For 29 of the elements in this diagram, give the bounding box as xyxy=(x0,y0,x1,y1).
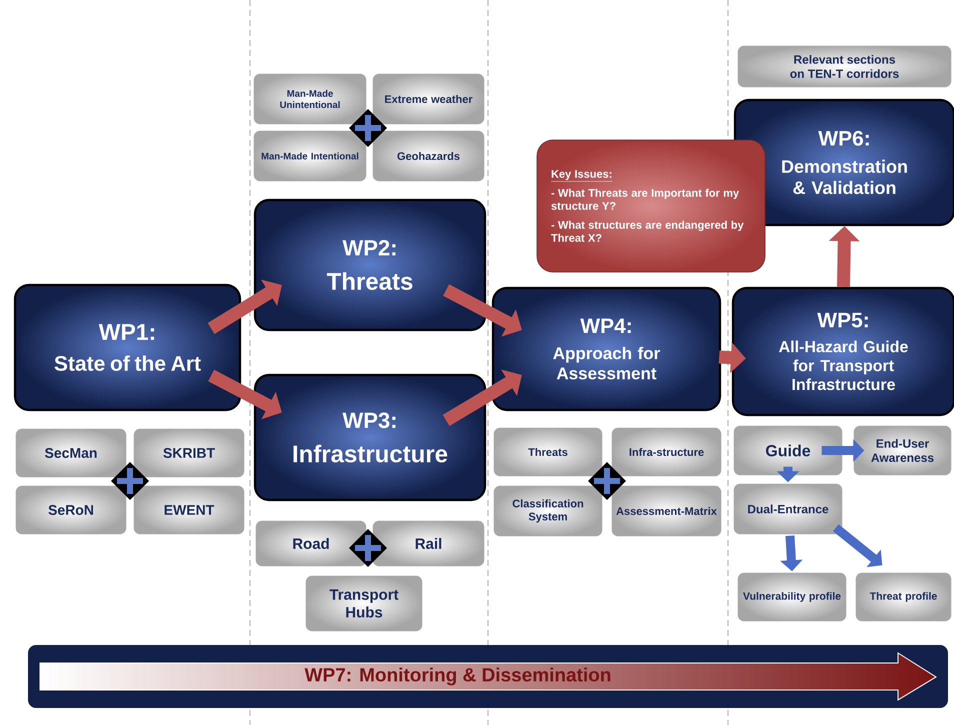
work-package-box: WP2: Threats xyxy=(254,198,486,332)
topic-box: EWENT xyxy=(132,484,246,536)
topic-box: SKRIBT xyxy=(132,427,246,479)
topic-box: Infra-structure xyxy=(610,426,723,478)
topic-box: Geohazards xyxy=(371,129,486,183)
topic-box: Rail xyxy=(371,519,486,568)
topic-box: End-User Awareness xyxy=(852,424,953,477)
topic-box: Man-Made Intentional xyxy=(252,129,368,183)
topic-box: Road xyxy=(254,519,368,568)
topic-box: Vulnerability profile xyxy=(736,571,848,623)
topic-box: Guide xyxy=(732,424,844,477)
topic-box: Assessment-Matrix xyxy=(610,484,723,538)
topic-box: Transport Hubs xyxy=(304,574,424,633)
progress-band: WP7: Monitoring & Dissemination xyxy=(28,644,948,708)
topic-box: Dual-Entrance xyxy=(732,482,844,536)
block-arrow xyxy=(208,280,282,334)
callout-box: Key Issues: - What Threats are Important for my structure Y? - What structures are endangered by Threat X? xyxy=(536,140,766,272)
work-package-box: WP4: Approach for Assessment xyxy=(492,286,722,412)
topic-box: Threat profile xyxy=(854,571,953,623)
topic-box: Relevant sections on TEN-T corridors xyxy=(736,44,953,89)
work-package-box: WP1: State of the Art xyxy=(14,284,242,412)
topic-box: SeRoN xyxy=(14,484,128,536)
topic-box: Extreme weather xyxy=(371,72,486,126)
topic-box: SecMan xyxy=(14,427,128,479)
work-package-box: WP3: Infrastructure xyxy=(254,374,486,502)
topic-box: Man-Made Unintentional xyxy=(252,72,368,126)
topic-box: Threats xyxy=(492,426,604,478)
topic-box: Classification System xyxy=(492,484,604,538)
work-package-box: WP5: All-Hazard Guide for Transport Infrastructure xyxy=(732,286,954,416)
